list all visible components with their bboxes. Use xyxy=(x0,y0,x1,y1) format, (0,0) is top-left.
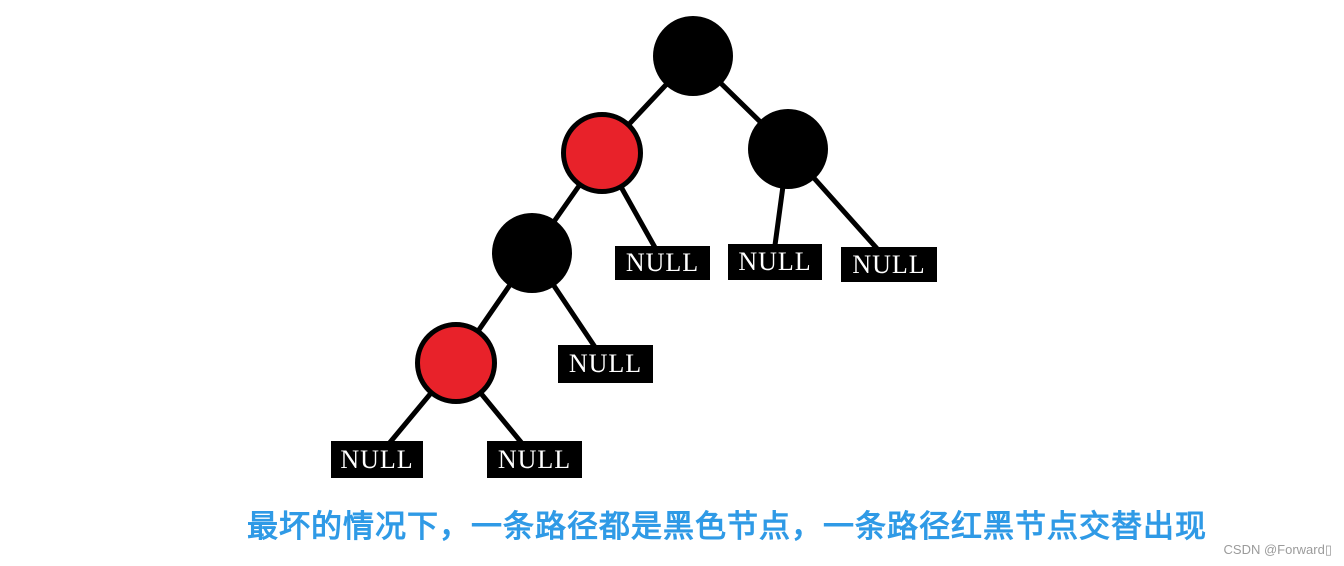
watermark-text: CSDN @Forward▯ xyxy=(1223,542,1332,557)
null-leaf-label: NULL xyxy=(568,349,643,378)
tree-node-left-left-grandchild xyxy=(492,213,572,293)
tree-node-root xyxy=(653,16,733,96)
null-leaf-label: NULL xyxy=(497,444,572,474)
tree-node-left-child xyxy=(561,112,643,194)
tree-node-right-child xyxy=(748,109,828,189)
caption-text: 最坏的情况下，一条路径都是黑色节点，一条路径红黑节点交替出现 xyxy=(247,509,1207,544)
null-leaf-label: NULL xyxy=(852,249,926,279)
null-leaf-box: NULL xyxy=(841,247,937,282)
null-leaf-box: NULL xyxy=(487,441,582,478)
null-leaf-label: NULL xyxy=(625,248,700,277)
null-leaf-label: NULL xyxy=(340,444,414,474)
null-leaf-box: NULL xyxy=(615,246,710,280)
tree-node-left-left-left-great-grandchild xyxy=(415,322,497,404)
null-leaf-box: NULL xyxy=(558,345,653,383)
null-leaf-box: NULL xyxy=(331,441,423,478)
null-leaf-label: NULL xyxy=(738,247,812,276)
null-leaf-box: NULL xyxy=(728,244,822,280)
